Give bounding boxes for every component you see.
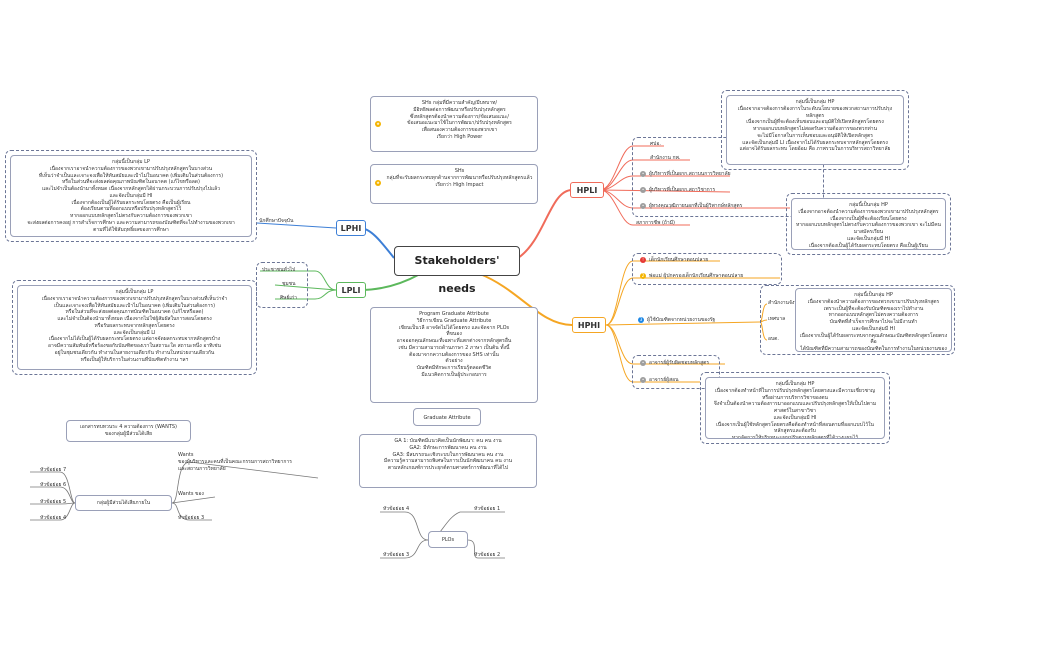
hpli-item-0[interactable]: ศปอ. [650,141,661,147]
pin-icon: • [640,202,646,209]
hphi-sub-2[interactable]: อบต. [768,336,780,342]
hpli-item-4-label: ผู้ทรงคุณวุฒิภายนอกที่เป็นผู้วิพากษ์หลัก… [649,203,743,209]
plos-topic-1[interactable]: หัวข้อย่อย 1 [474,506,501,512]
hphi-note1[interactable]: กลุ่มนี้เป็นกลุ่ม HP เนื่องจากต้องนำความ… [795,288,952,352]
hphi-top-border [632,253,782,285]
hphi-note2-border [700,372,890,444]
hpli-note2[interactable]: กลุ่มนี้เป็นกลุ่ม HP เนื่องจากอาจต้องนำค… [791,198,946,250]
lpli-note[interactable]: กลุ่มนี้เป็นกลุ่ม LP เนื่องจากเราอาจนำคว… [17,285,252,370]
hphi-item-4[interactable]: •อาจารย์ผู้สอน [640,376,679,385]
branch-hpli[interactable]: HPLI [570,182,604,198]
lpli-item-0[interactable]: ประชาชนทั่วไป [262,267,296,273]
hphi-item-0-label: เด็กนักเรียนศึกษาตอนปลาย [649,257,709,263]
pin-icon: • [640,170,646,177]
lpli-item-1[interactable]: ชุมชน [282,281,296,287]
hpli-item-2[interactable]: •ผู้บริหารที่เป็นผกก.สถาบนการวิทยาลัย [640,170,731,179]
hphi-item-3-label: อาจารย์ผู้รับผิดชอบหลักสูตร [649,360,710,366]
hphi-item-1-label: พ่อแม่ ผู้ปกครองเด็กนักเรียนศึกษาตอนปลาย [649,273,744,279]
hphi-item-0[interactable]: !เด็กนักเรียนศึกษาตอนปลาย [640,256,708,265]
wants-left-5[interactable]: หัวข้อย่อย 5 [40,499,67,505]
shs-high-impact-note[interactable]: SHs กลุ่มที่จะรับผลกระทบทุกด้านจากการพัฒ… [370,164,538,204]
hpli-note1-border [721,90,909,170]
lphi-note-border [5,150,257,242]
lpli-note-border [12,280,257,375]
wants-left-6[interactable]: หัวข้อย่อย 6 [40,482,67,488]
plos-node[interactable]: PLOs [428,531,468,548]
alert-icon: ! [640,256,646,263]
branch-lphi[interactable]: LPHI [336,220,366,236]
hpli-item-4[interactable]: •ผู้ทรงคุณวุฒิภายนอกที่เป็นผู้วิพากษ์หลั… [640,202,742,211]
star-icon: ★ [375,121,381,127]
hphi-note1-border [760,285,955,355]
wants-left-7[interactable]: หัวข้อย่อย 7 [40,467,67,473]
lpli-group-border [256,262,308,308]
plos-topic-4[interactable]: หัวข้อย่อย 4 [383,506,410,512]
shs-high-power-note[interactable]: SHs กลุ่มที่มีความสำคัญ/มีบทบาท/ มีอิทธิ… [370,96,538,152]
hphi-item-2-label: ผู้ใช้บัณฑิตจากหน่วยงานของรัฐ [647,317,716,323]
wants-right-2[interactable]: หัวข้อย่อย 3 [178,515,205,521]
central-topic[interactable]: Stakeholders' needs [394,246,520,295]
shs-high-power-text: SHs กลุ่มที่มีความสำคัญ/มีบทบาท/ มีอิทธิ… [407,100,512,140]
hphi-sub-1[interactable]: เทศบาล [768,316,786,322]
hphi-item-3[interactable]: •อาจารย์ผู้รับผิดชอบหลักสูตร [640,359,709,368]
wants-title[interactable]: เอกสารทบทวนระ 4 ความต้องการ (WANTS) ของก… [66,420,191,442]
hpli-note2-border [786,193,951,255]
shs-high-impact-text: SHs กลุ่มที่จะรับผลกระทบทุกด้านจากการพัฒ… [386,168,533,188]
priority-icon: 2 [640,272,646,279]
lpli-item-2[interactable]: ศิษย์เก่า [280,295,297,301]
hphi-item-4-label: อาจารย์ผู้สอน [649,377,679,383]
pin-icon: • [640,376,646,383]
hphi-note2[interactable]: กลุ่มนี้เป็นกลุ่ม HP เนื่องจากต้องทำหน้า… [705,377,885,439]
branch-lpli[interactable]: LPLI [336,282,366,298]
lphi-note[interactable]: กลุ่มนี้เป็นกลุ่ม LP เนื่องจากเราอาจนำคว… [10,155,252,237]
info-icon: 3 [638,316,644,323]
lphi-item-0[interactable]: นักศึกษาปัจจุบัน [259,218,294,224]
hpli-item-1[interactable]: สำนักงาน กพ. [650,155,681,161]
pin-icon: • [640,186,646,193]
star-icon: ★ [375,180,381,186]
hpli-item-5[interactable]: สภาการชีพ (ถ้ามี) [636,220,675,226]
graduate-attribute-list[interactable]: GA 1: บัณฑิตมีแนวคิดเป็นนักพัฒนา: คน คน … [359,434,537,488]
wants-left-4[interactable]: หัวข้อย่อย 4 [40,515,67,521]
hpli-item-2-label: ผู้บริหารที่เป็นผกก.สถาบนการวิทยาลัย [649,171,731,177]
pin-icon: • [640,359,646,366]
hpli-note1[interactable]: กลุ่มนี้เป็นกลุ่ม HP เนื่องจากอาจต้องการ… [726,95,904,165]
wants-right-1[interactable]: Wants ของ [178,491,204,497]
hpli-item-3[interactable]: •ผู้บริหารที่เป็นผกก.สถาวิชาการ [640,186,715,195]
plos-topic-2[interactable]: หัวข้อย่อย 2 [474,552,501,558]
plos-topic-3[interactable]: หัวข้อย่อย 3 [383,552,410,558]
graduate-attribute-title[interactable]: Graduate Attribute [413,408,481,426]
wants-center[interactable]: กลุ่มผู้มีส่วนได้เสียภายใน [75,495,172,511]
hphi-sub-0[interactable]: สำนักงานจังหวัด [768,300,804,306]
program-graduate-attribute-note[interactable]: Program Graduate Attribute วิธีการเขียน … [370,307,538,403]
wants-right-0[interactable]: Wants ของผู้บริหารและคนที่เป็นคณะกรรมการ… [178,452,292,472]
hpli-item-3-label: ผู้บริหารที่เป็นผกก.สถาวิชาการ [649,187,716,193]
branch-hphi[interactable]: HPHI [572,317,606,333]
